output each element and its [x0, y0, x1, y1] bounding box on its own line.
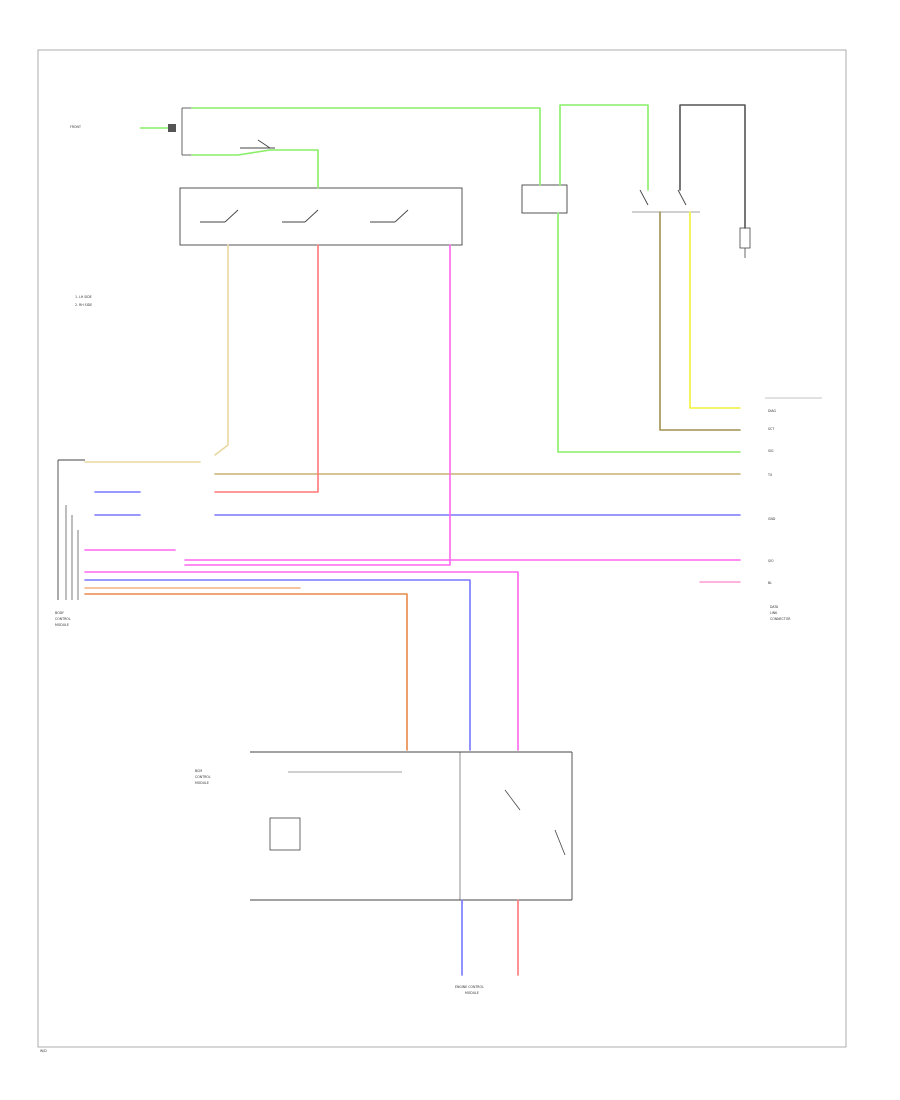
- legend-line-1: 1. LH SIDE: [75, 295, 92, 299]
- bottom-connector-label: ENGINE CONTROL MODULE: [455, 985, 484, 995]
- wire-yellow: [689, 211, 741, 409]
- svg-text:MODULE: MODULE: [465, 991, 479, 995]
- svg-text:SIG: SIG: [768, 449, 774, 453]
- left-module-bracket: [57, 459, 85, 600]
- svg-text:SIO: SIO: [768, 559, 774, 563]
- right-terminal-labels: DIAG SCT SIG TX GND SIO BL: [767, 409, 777, 585]
- right-bottom-label: DATA LINK CONNECTOR: [770, 605, 791, 621]
- page-frame: [37, 49, 847, 1048]
- lower-module-label: BCM CONTROL MODULE: [195, 769, 211, 785]
- ground-symbol: [739, 227, 751, 258]
- svg-text:MODULE: MODULE: [55, 623, 69, 627]
- wire-gray-relay: [679, 104, 746, 229]
- left-module-label: BODY CONTROL MODULE: [55, 611, 71, 627]
- svg-text:MODULE: MODULE: [195, 781, 209, 785]
- svg-text:CONNECTOR: CONNECTOR: [770, 617, 791, 621]
- wire-pink-down: [84, 571, 519, 751]
- svg-text:CONTROL: CONTROL: [55, 617, 71, 621]
- legend-line-2: 2. RH SIDE: [75, 303, 92, 307]
- svg-text:DIAG: DIAG: [768, 409, 777, 413]
- wire-green-down: [557, 212, 741, 453]
- wire-green-switch: [191, 149, 319, 189]
- wire-green-top: [191, 107, 541, 186]
- svg-text:BL: BL: [768, 581, 772, 585]
- svg-text:LINK: LINK: [770, 611, 778, 615]
- wire-tan-top: [214, 244, 229, 456]
- wire-pink-top: [184, 244, 451, 566]
- svg-text:GND: GND: [768, 517, 776, 521]
- wire-blue-down: [84, 579, 471, 751]
- svg-text:CONTROL: CONTROL: [195, 775, 211, 779]
- relay-switches: [632, 189, 700, 213]
- wire-olive: [659, 211, 741, 431]
- wire-salmon-down: [84, 593, 408, 751]
- wire-red-top: [214, 244, 319, 493]
- svg-text:DATA: DATA: [770, 605, 779, 609]
- svg-text:TX: TX: [767, 473, 773, 477]
- connector-label: FRONT: [70, 125, 81, 129]
- svg-text:SCT: SCT: [768, 427, 774, 431]
- wire-green-right: [559, 104, 649, 191]
- svg-text:ENGINE CONTROL: ENGINE CONTROL: [455, 985, 484, 989]
- switch-row: [200, 209, 409, 223]
- relay-box-left: [521, 184, 568, 214]
- legend: 1. LH SIDE 2. RH SIDE: [75, 295, 92, 307]
- top-switch-box: [179, 187, 463, 246]
- top-left-connector: FRONT: [70, 124, 176, 132]
- svg-text:BCM: BCM: [195, 769, 202, 773]
- page-code: W/D: [40, 1049, 47, 1053]
- top-switch-block: [181, 107, 275, 156]
- lower-module: [250, 751, 573, 901]
- svg-text:BODY: BODY: [55, 611, 64, 615]
